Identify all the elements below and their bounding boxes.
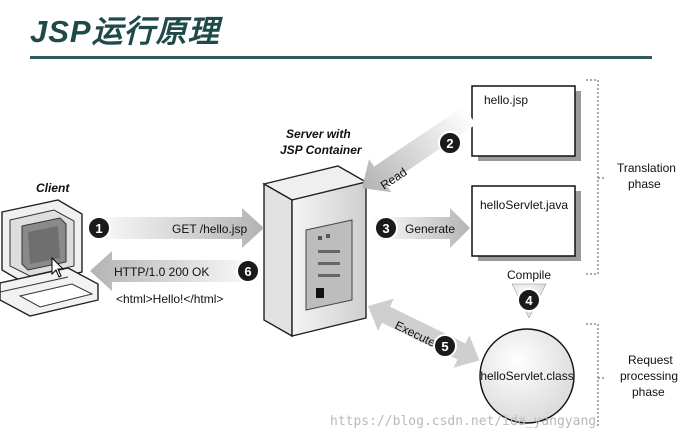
compile-label: Compile bbox=[507, 268, 551, 282]
step-6-badge: 6 bbox=[236, 259, 260, 283]
translation-phase-bracket bbox=[586, 79, 606, 275]
hello-servlet-java-document bbox=[471, 185, 581, 261]
server-label-line2: JSP Container bbox=[280, 143, 363, 157]
request-phase-label-line2: processing bbox=[620, 369, 678, 383]
client-computer-icon bbox=[0, 199, 99, 317]
hello-servlet-class-node bbox=[479, 328, 575, 424]
http-response-label: HTTP/1.0 200 OK bbox=[114, 265, 209, 279]
svg-text:5: 5 bbox=[441, 339, 448, 354]
step-3-badge: 3 bbox=[374, 216, 398, 240]
title-underline bbox=[30, 56, 652, 59]
svg-text:3: 3 bbox=[382, 221, 389, 236]
svg-text:6: 6 bbox=[244, 264, 251, 279]
request-phase-label-line3: phase bbox=[632, 385, 665, 399]
generate-arrow bbox=[372, 208, 470, 248]
step-4-badge: 4 bbox=[517, 288, 541, 312]
html-body-label: <html>Hello!</html> bbox=[116, 292, 223, 306]
translation-phase-label-line1: Translation bbox=[617, 161, 676, 175]
get-request-label: GET /hello.jsp bbox=[172, 222, 247, 236]
read-arrow bbox=[362, 106, 476, 193]
step-2-badge: 2 bbox=[438, 131, 462, 155]
get-request-arrow bbox=[85, 208, 264, 248]
step-1-badge: 1 bbox=[87, 216, 111, 240]
hello-servlet-class-label: helloServlet.class bbox=[480, 369, 573, 383]
svg-text:4: 4 bbox=[525, 293, 533, 308]
hello-jsp-document bbox=[471, 85, 581, 161]
client-label: Client bbox=[36, 181, 70, 195]
svg-text:1: 1 bbox=[95, 221, 102, 236]
hello-jsp-label: hello.jsp bbox=[484, 93, 528, 107]
translation-phase-label-line2: phase bbox=[628, 177, 661, 191]
watermark-url: https://blog.csdn.net/ida_yangyang bbox=[330, 414, 597, 429]
http-response-arrow bbox=[90, 251, 262, 291]
svg-text:2: 2 bbox=[446, 136, 453, 151]
request-phase-label-line1: Request bbox=[628, 353, 673, 367]
page-title: JSP运行原理 bbox=[30, 14, 220, 49]
server-tower-icon bbox=[262, 165, 368, 338]
server-label-line1: Server with bbox=[286, 127, 351, 141]
request-phase-bracket bbox=[586, 323, 606, 428]
generate-label: Generate bbox=[405, 222, 455, 236]
hello-servlet-java-label: helloServlet.java bbox=[480, 198, 568, 212]
step-5-badge: 5 bbox=[433, 334, 457, 358]
